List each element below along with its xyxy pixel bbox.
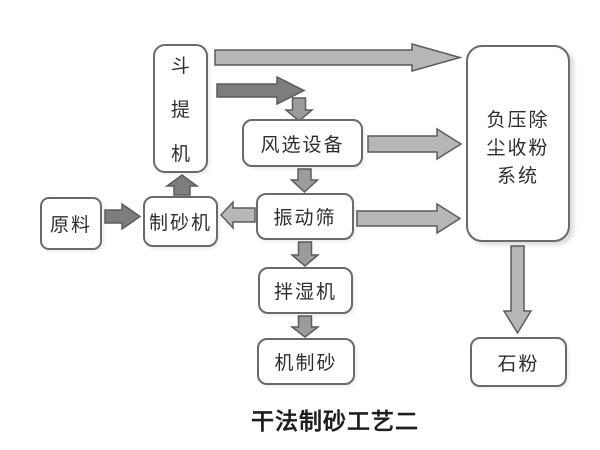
- node-vibrating-screen: 振动筛: [256, 193, 354, 240]
- node-label: 原料: [49, 215, 92, 236]
- arrow-air-separator-to-vibrating-screen: [289, 168, 320, 194]
- node-label: 斗: [170, 56, 190, 77]
- arrow-vibrating-screen-to-wet-mixer: [289, 241, 321, 267]
- node-raw-material: 原料: [40, 197, 102, 250]
- node-air-separator: 风选设备: [242, 119, 363, 167]
- node-label: 制砂机: [148, 213, 212, 234]
- node-sand-maker: 制砂机: [143, 196, 218, 247]
- arrow-vibrating-screen-to-sand-maker: [219, 200, 256, 230]
- arrow-sand-maker-to-bucket-elevator: [164, 174, 200, 196]
- arrow-bucket-elevator-to-dust-system: [214, 43, 463, 72]
- arrow-wet-mixer-to-machine-sand: [289, 315, 321, 338]
- node-dust-collection-system: 负压除 尘收粉 系统: [466, 45, 570, 242]
- arrow-dust-system-to-stone-powder: [502, 245, 533, 335]
- node-label: 石粉: [497, 353, 540, 375]
- node-label: 机: [170, 144, 190, 165]
- node-label: 尘收粉: [486, 137, 550, 159]
- arrow-air-separator-to-dust-system: [367, 127, 463, 161]
- node-wet-mixer: 拌湿机: [258, 267, 353, 314]
- arrow-raw-material-to-sand-maker: [104, 202, 142, 231]
- node-machine-sand: 机制砂: [257, 338, 355, 385]
- arrow-bucket-elevator-right-segment: [216, 75, 306, 106]
- node-label: 系统: [496, 165, 539, 187]
- node-label: 风选设备: [260, 134, 345, 156]
- node-bucket-elevator: 斗 提 机: [153, 44, 208, 173]
- node-label: 机制砂: [274, 353, 338, 374]
- diagram-title: 干法制砂工艺二: [251, 408, 419, 434]
- arrow-vibrating-screen-to-dust-system: [356, 202, 462, 235]
- node-stone-powder: 石粉: [470, 337, 567, 387]
- node-label: 拌湿机: [273, 282, 337, 303]
- node-label: 提: [170, 100, 190, 121]
- node-label: 振动筛: [273, 208, 337, 229]
- arrow-down-into-air-separator: [283, 97, 315, 122]
- node-label: 负压除: [486, 109, 550, 131]
